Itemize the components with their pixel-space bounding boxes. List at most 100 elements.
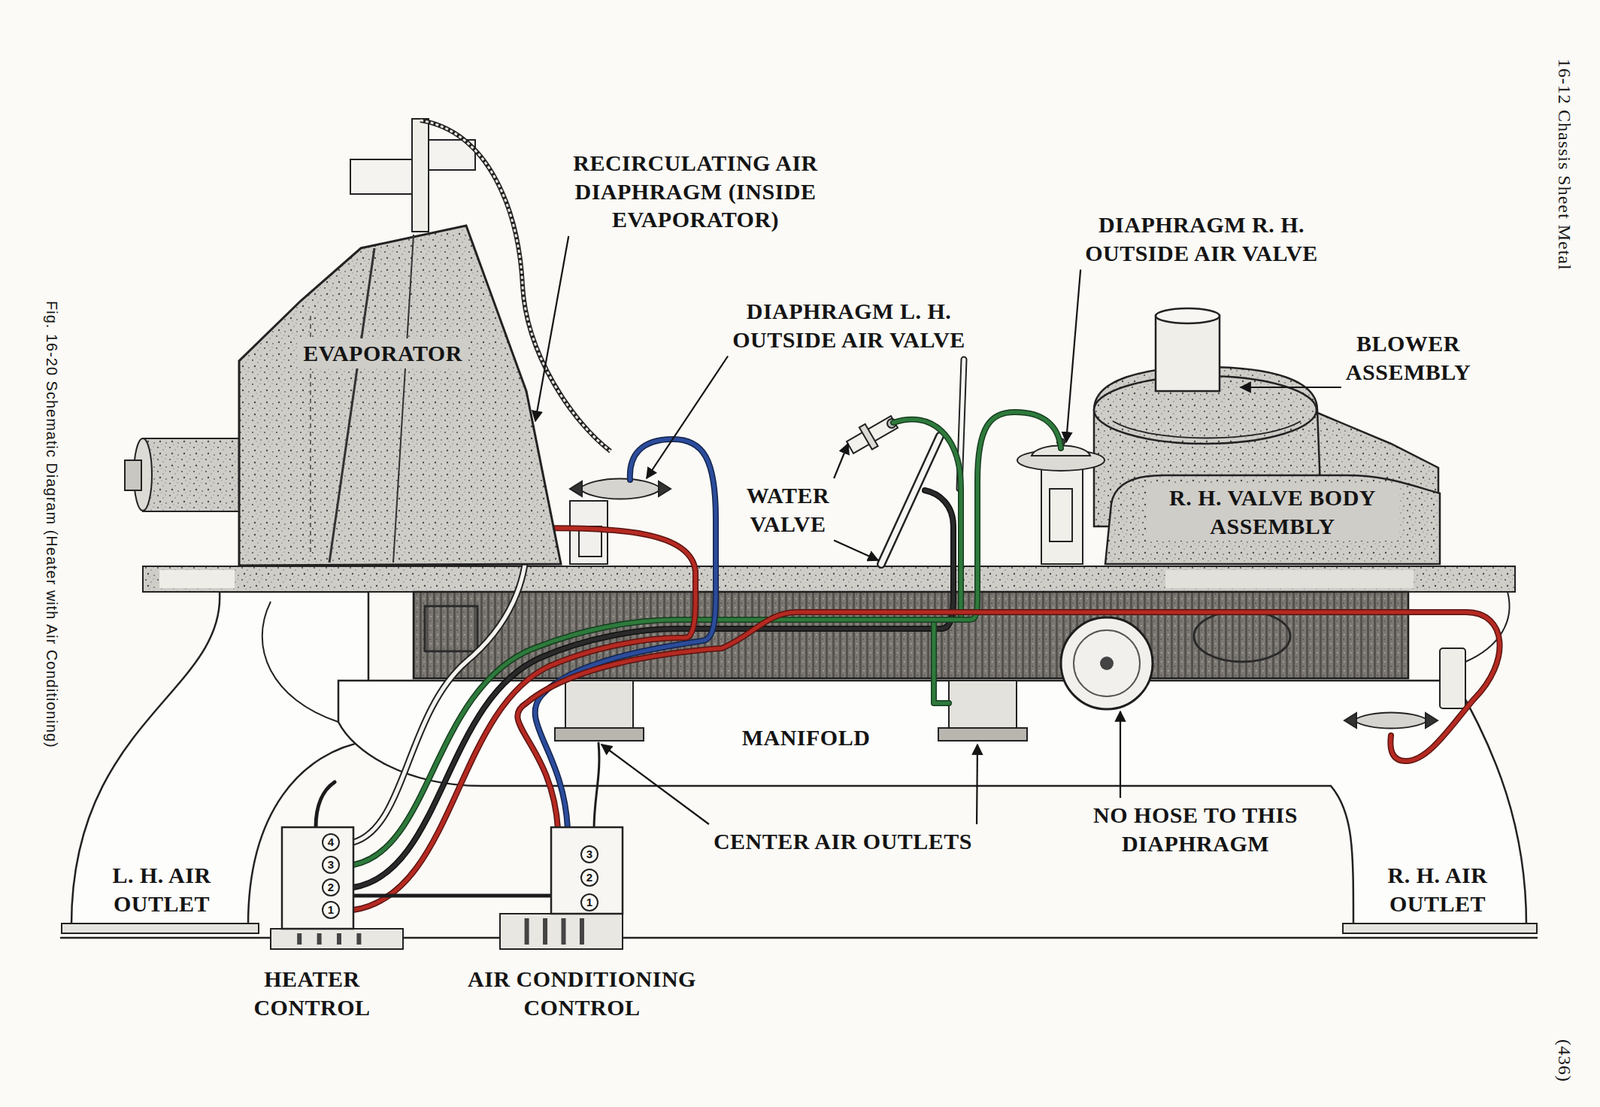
label-anchor: (436): [1554, 1039, 1575, 1082]
evaporator-fittings: [124, 460, 142, 491]
evaporator-fittings: [350, 159, 413, 194]
port-number-circle: 1: [321, 900, 340, 919]
floor-panel: [1165, 569, 1414, 588]
label-anchor: DIAPHRAGM R. H. OUTSIDE AIR VALVE: [1084, 210, 1319, 267]
manifold: [1193, 610, 1291, 662]
label-anchor: MANIFOLD: [741, 723, 872, 752]
floor-panel: [142, 566, 1516, 592]
floor-panel: [142, 566, 1516, 592]
callout-label: DIAPHRAGM R. H. OUTSIDE AIR VALVE: [1084, 210, 1319, 267]
blower-assembly: [1155, 315, 1220, 391]
vacuum-hose: [353, 527, 696, 910]
part-name: EVAPORATOR: [296, 338, 469, 369]
control-slot: [542, 918, 548, 945]
evaporator-fittings: [142, 438, 243, 512]
water-valve: [881, 436, 940, 564]
port-number: 1: [323, 902, 339, 918]
vacuum-hose: [893, 419, 961, 620]
air-duct: [262, 601, 339, 722]
leader-line: [601, 744, 710, 825]
vacuum-hose: [353, 527, 696, 910]
callout-label: BLOWER ASSEMBLY: [1345, 329, 1473, 386]
control-base: [270, 928, 404, 949]
part-name: R. H. VALVE BODY ASSEMBLY: [1146, 482, 1400, 541]
valve-body-assembly: R. H. VALVE BODY ASSEMBLY: [1105, 472, 1440, 564]
control-slot: [579, 918, 585, 945]
floor-panel: [159, 569, 235, 588]
rh-outside-air-diaphragm: [1041, 467, 1083, 564]
water-valve: [843, 409, 903, 458]
label-anchor: CENTER AIR OUTLETS: [712, 827, 974, 856]
port-number: 4: [323, 834, 339, 850]
evaporator-seam: [393, 234, 414, 563]
leader-line: [833, 443, 849, 479]
label-anchor: BLOWER ASSEMBLY: [1345, 329, 1473, 386]
callout-label: L. H. AIR OUTLET: [111, 860, 213, 918]
port-number: 2: [581, 869, 597, 885]
leader-line: [975, 744, 979, 825]
figure-caption: Fig. 16-20 Schematic Diagram (Heater wit…: [43, 300, 61, 749]
label-anchor: 16-12 Chassis Sheet Metal: [1554, 58, 1575, 271]
rh-outlet-diaphragm: [1465, 591, 1510, 662]
evaporator-housing: [239, 225, 561, 566]
rh-outlet-diaphragm: [1353, 712, 1429, 729]
label-anchor: DIAPHRAGM L. H. OUTSIDE AIR VALVE: [731, 296, 967, 354]
rh-outlet-diaphragm: [1344, 712, 1357, 728]
lh-outside-air-diaphragm: [569, 481, 582, 497]
page-number: (436): [1554, 1039, 1575, 1082]
control-name: AIR CONDITIONING CONTROL: [440, 963, 724, 1022]
water-valve: [881, 436, 940, 564]
rh-outside-air-diaphragm: [1049, 488, 1073, 542]
vacuum-hose: [517, 612, 1500, 829]
control-slot: [524, 918, 530, 945]
port-number: 3: [323, 857, 339, 873]
leader-line: [1066, 269, 1081, 443]
control-link-hose: [353, 893, 552, 898]
no-hose-diaphragm: [1060, 617, 1153, 710]
control-base: [500, 913, 623, 949]
evaporator: EVAPORATOR: [239, 225, 563, 566]
center-air-outlet: [565, 680, 634, 728]
control-slot: [356, 933, 361, 945]
leader-line: [646, 356, 728, 479]
control-name: HEATER CONTROL: [236, 963, 388, 1022]
label-anchor: R. H. AIR OUTLET: [1387, 860, 1489, 918]
port-number-circle: 3: [580, 845, 599, 864]
evaporator-seam: [329, 248, 375, 563]
control-body: [281, 827, 354, 929]
lh-outside-air-diaphragm: [569, 478, 671, 565]
callout-label: DIAPHRAGM L. H. OUTSIDE AIR VALVE: [731, 296, 967, 354]
port-number: 3: [581, 846, 597, 862]
vacuum-hose: [893, 419, 961, 620]
leader-line: [833, 540, 879, 561]
rh-outlet-diaphragm: [1425, 712, 1438, 728]
lh-outside-air-diaphragm: [578, 478, 662, 500]
center-air-outlet: [554, 727, 644, 741]
caption-anchor: Fig. 16-20 Schematic Diagram (Heater wit…: [43, 300, 61, 749]
rh-outside-air-diaphragm: [1017, 438, 1105, 564]
control-slot: [561, 918, 567, 945]
no-hose-diaphragm: [1100, 656, 1114, 670]
label-anchor: WATER VALVE: [745, 481, 831, 538]
rh-outlet-diaphragm: [1439, 648, 1466, 709]
callout-label: WATER VALVE: [745, 481, 831, 538]
control-slot: [317, 933, 322, 945]
manifold: [424, 606, 478, 652]
no-hose-diaphragm: [1073, 630, 1140, 697]
valve-body-housing: [1105, 475, 1440, 564]
port-number-circle: 1: [580, 893, 599, 912]
port-number-circle: 3: [321, 855, 340, 874]
water-valve: [843, 359, 964, 564]
label-anchor: NO HOSE TO THIS DIAPHRAGM: [1092, 800, 1299, 858]
control-slot: [336, 933, 342, 945]
vacuum-hose: [933, 619, 949, 704]
page-header: 16-12 Chassis Sheet Metal: [1554, 58, 1575, 271]
leader-line: [1240, 386, 1342, 388]
callout-label: CENTER AIR OUTLETS: [712, 827, 974, 856]
callout-label: NO HOSE TO THIS DIAPHRAGM: [1092, 800, 1299, 858]
leader-line: [1119, 711, 1122, 798]
no-hose-diaphragm: [1060, 617, 1153, 710]
callout-label: R. H. AIR OUTLET: [1387, 860, 1489, 918]
